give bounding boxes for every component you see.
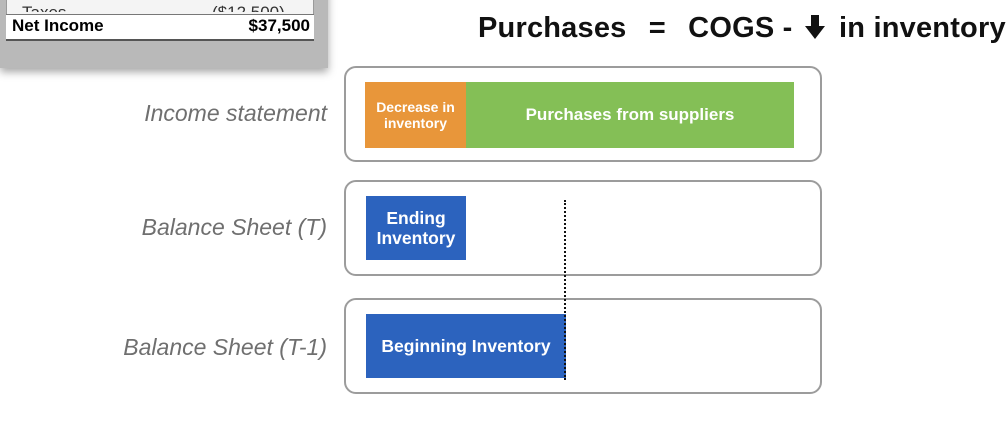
purchases-formula: Purchases = COGS - in inventory [478,12,1006,45]
decrease-in-inventory-block: Decrease in inventory [365,82,466,148]
statement-partial-value: ($12,500) [212,0,285,12]
net-income-label: Net Income [12,16,104,35]
ending-inventory-block: Ending Inventory [366,196,466,260]
net-income-value: $37,500 [248,16,310,35]
row-label-balance-sheet-t1: Balance Sheet (T-1) [123,334,327,360]
down-arrow-icon [804,15,825,39]
income-statement-card: Taxes ($12,500) Net Income $37,500 [0,0,328,68]
statement-partial-label: Taxes [22,0,66,12]
formula-equals: = [648,12,666,44]
formula-lhs: Purchases [478,12,627,44]
formula-term-cogs: COGS - [688,12,793,44]
row-label-income-statement: Income statement [144,100,327,126]
row-label-balance-sheet-t: Balance Sheet (T) [141,214,327,240]
beginning-inventory-block: Beginning Inventory [366,314,566,378]
purchases-from-suppliers-block: Purchases from suppliers [466,82,794,148]
net-income-row: Net Income $37,500 [6,14,314,41]
dotted-reference-line [564,200,566,380]
formula-term-inventory: in inventory [839,12,1006,44]
